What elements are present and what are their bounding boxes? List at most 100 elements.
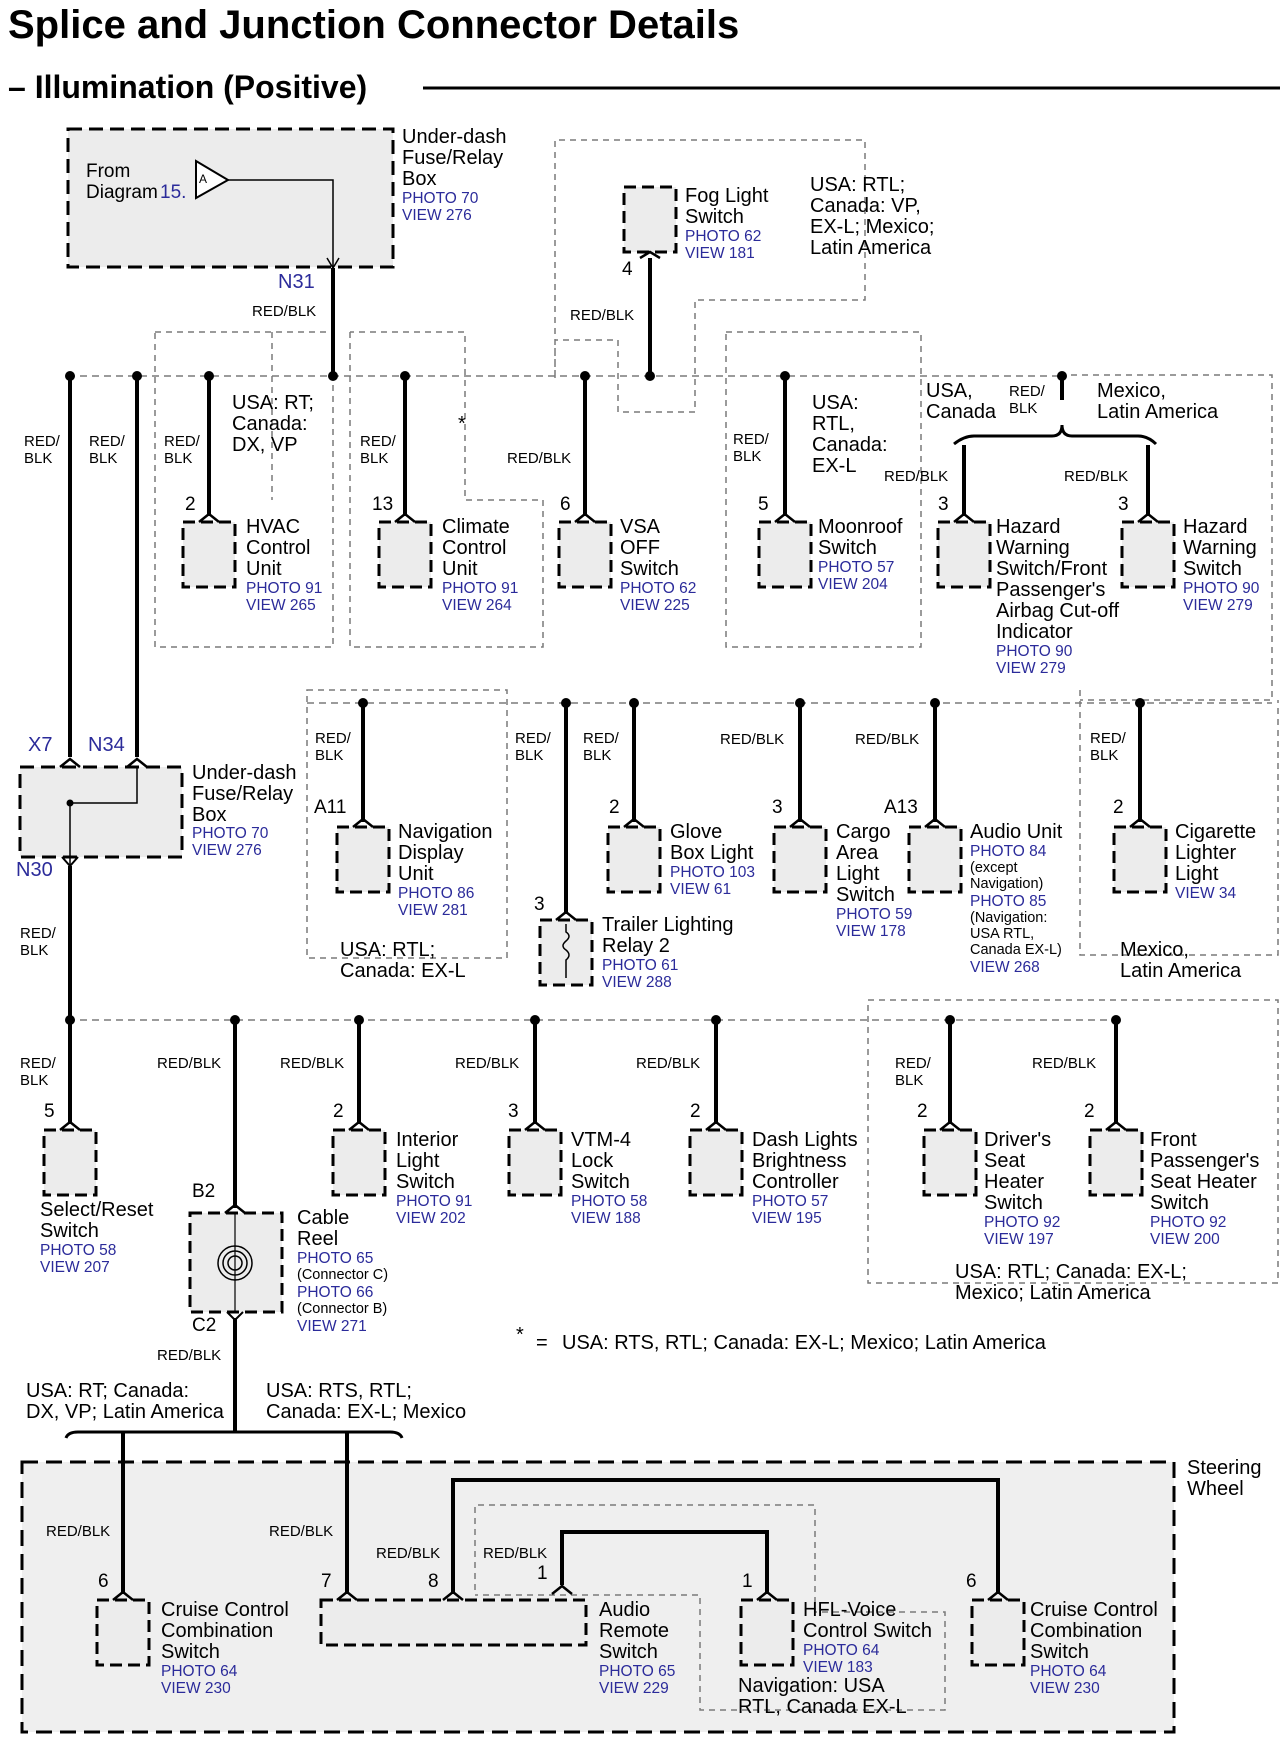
cable-reel-note: (Connector B) bbox=[297, 1301, 388, 1317]
wire-label: RED/BLK bbox=[157, 1347, 222, 1364]
wire-label: RED/ BLK bbox=[733, 431, 769, 465]
cruise-control-ref: PHOTO 64 VIEW 230 bbox=[1030, 1663, 1107, 1697]
diagram-number-link[interactable]: 15. bbox=[160, 182, 187, 203]
pin-number: 5 bbox=[758, 494, 769, 515]
hazard-airbag-label: Hazard Warning Switch/Front Passenger's … bbox=[996, 516, 1120, 643]
steering-boxes bbox=[95, 1598, 1026, 1667]
internal-wire bbox=[228, 179, 334, 268]
vsa-ref: PHOTO 62 VIEW 225 bbox=[620, 580, 697, 614]
hvac-label: HVAC Control Unit bbox=[246, 516, 311, 580]
mid-wires bbox=[361, 703, 1142, 914]
cruise-control-label: Cruise Control Combination Switch bbox=[161, 1599, 289, 1663]
hazard-ref: PHOTO 90 VIEW 279 bbox=[1183, 580, 1260, 614]
fuse-box-ref: PHOTO 70 VIEW 276 bbox=[402, 190, 479, 224]
steering-dashed bbox=[474, 1504, 946, 1711]
cruise-control-ref: PHOTO 64 VIEW 230 bbox=[161, 1663, 238, 1697]
seat-heater-condition: USA: RTL; Canada: EX-L; Mexico; Latin Am… bbox=[955, 1261, 1187, 1304]
page-title: Splice and Junction Connector Details bbox=[8, 3, 740, 47]
pin-number: 3 bbox=[772, 797, 783, 818]
cigarette-lighter-label: Cigarette Lighter Light bbox=[1175, 821, 1257, 885]
pin-number: 3 bbox=[1118, 494, 1129, 515]
vtm-lock-label: VTM-4 Lock Switch bbox=[571, 1129, 631, 1193]
fuse-box-mid-ref: PHOTO 70 VIEW 276 bbox=[192, 825, 269, 859]
fog-light-ref: PHOTO 62 VIEW 181 bbox=[685, 228, 762, 262]
pin-number: 7 bbox=[321, 1571, 332, 1592]
wire-label: RED/BLK bbox=[855, 731, 920, 748]
footnote-star: * bbox=[516, 1324, 524, 1346]
relay-coil-icon bbox=[562, 924, 570, 978]
cigarette-lighter-ref: VIEW 34 bbox=[1175, 885, 1237, 902]
cable-reel-note: (Connector C) bbox=[297, 1267, 389, 1283]
pin-number: 2 bbox=[690, 1101, 701, 1122]
pin-cap-icon bbox=[639, 250, 661, 260]
front-passenger-seat-ref: PHOTO 92 VIEW 200 bbox=[1150, 1214, 1227, 1248]
pin-number: 6 bbox=[560, 494, 571, 515]
pin-number: 2 bbox=[609, 797, 620, 818]
steering-wheel-region bbox=[20, 1460, 1176, 1734]
trailer-relay-label: Trailer Lighting Relay 2 bbox=[602, 914, 734, 957]
internal-wire bbox=[69, 767, 138, 867]
fuse-relay-box-top bbox=[66, 127, 395, 269]
page-subtitle: – Illumination (Positive) bbox=[8, 69, 368, 105]
wire-label: RED/BLK bbox=[252, 303, 317, 320]
wire-label: RED/BLK bbox=[720, 731, 785, 748]
hazard-airbag-ref: PHOTO 90 VIEW 279 bbox=[996, 643, 1073, 677]
wire-label: RED/ BLK bbox=[24, 433, 60, 467]
usa-canada-label: USA, Canada bbox=[926, 380, 997, 423]
pin-number: 2 bbox=[1113, 797, 1124, 818]
cable-reel-icon bbox=[217, 1245, 253, 1281]
row3-pin-caps bbox=[59, 1120, 1127, 1131]
pin-number: A11 bbox=[314, 797, 347, 818]
pin-number: B2 bbox=[192, 1181, 216, 1202]
climate-label: Climate Control Unit bbox=[442, 516, 510, 580]
cargo-light-ref: PHOTO 59 VIEW 178 bbox=[836, 906, 913, 940]
cable-reel-label: Cable Reel bbox=[297, 1207, 350, 1250]
row3-splices bbox=[65, 1015, 1121, 1025]
pin-number: 8 bbox=[428, 1571, 439, 1592]
fog-condition: USA: RTL; Canada: VP, EX-L; Mexico; Lati… bbox=[810, 174, 935, 259]
hfl-voice-label: HFL-Voice Control Switch bbox=[803, 1599, 932, 1642]
pin-number: 2 bbox=[917, 1101, 928, 1122]
glove-box-label: Glove Box Light bbox=[670, 821, 754, 864]
navigation-condition: USA: RTL; Canada: EX-L bbox=[340, 939, 466, 982]
moonroof-label: Moonroof Switch bbox=[818, 516, 903, 559]
steering-pin-caps bbox=[112, 1584, 1009, 1601]
connector-n31: N31 bbox=[278, 271, 315, 293]
wire-label: RED/BLK bbox=[570, 307, 635, 324]
variant-bracket-bottom bbox=[64, 1430, 404, 1439]
fuse-box-mid-label: Under-dash Fuse/Relay Box bbox=[192, 762, 297, 826]
wire-label: RED/BLK bbox=[636, 1055, 701, 1072]
fog-light-switch-label: Fog Light Switch bbox=[685, 185, 769, 228]
moonroof-condition: USA: RTL, Canada: EX-L bbox=[812, 392, 888, 477]
fog-light-switch-box bbox=[622, 185, 678, 254]
connector-x7: X7 bbox=[28, 734, 53, 756]
pin-number: 3 bbox=[938, 494, 949, 515]
dash-lights-label: Dash Lights Brightness Controller bbox=[752, 1129, 858, 1193]
wire-label: RED/ BLK bbox=[895, 1055, 931, 1089]
row1-wires bbox=[68, 376, 1150, 757]
connector-n34: N34 bbox=[88, 734, 125, 756]
mexico-latin-label: Mexico, Latin America bbox=[1097, 380, 1219, 423]
wire-label: RED/ BLK bbox=[20, 1055, 56, 1089]
pin-number: 2 bbox=[333, 1101, 344, 1122]
select-reset-ref: PHOTO 58 VIEW 207 bbox=[40, 1242, 117, 1276]
pin-number: A13 bbox=[884, 797, 918, 818]
pin-number: 1 bbox=[537, 1563, 548, 1584]
wire-label: RED/ BLK bbox=[20, 925, 56, 959]
wire-label: RED/ BLK bbox=[164, 433, 200, 467]
hfl-voice-ref: PHOTO 64 VIEW 183 bbox=[803, 1642, 880, 1676]
wire-label: RED/ BLK bbox=[583, 730, 619, 764]
driver-seat-label: Driver's Seat Heater Switch bbox=[984, 1129, 1052, 1214]
audio-unit-note: (except Navigation) bbox=[970, 860, 1044, 892]
climate-ref: PHOTO 91 VIEW 264 bbox=[442, 580, 519, 614]
cond-right: USA: RTS, RTL; Canada: EX-L; Mexico bbox=[266, 1380, 467, 1423]
row3-boxes bbox=[42, 1128, 1144, 1197]
wire-label: RED/BLK bbox=[1064, 468, 1129, 485]
cable-reel-ref: VIEW 271 bbox=[297, 1318, 367, 1335]
pin-number: 6 bbox=[98, 1571, 109, 1592]
variant-bracket bbox=[953, 424, 1158, 446]
wire-label: RED/BLK bbox=[376, 1545, 441, 1562]
wire-label: RED/ BLK bbox=[89, 433, 125, 467]
